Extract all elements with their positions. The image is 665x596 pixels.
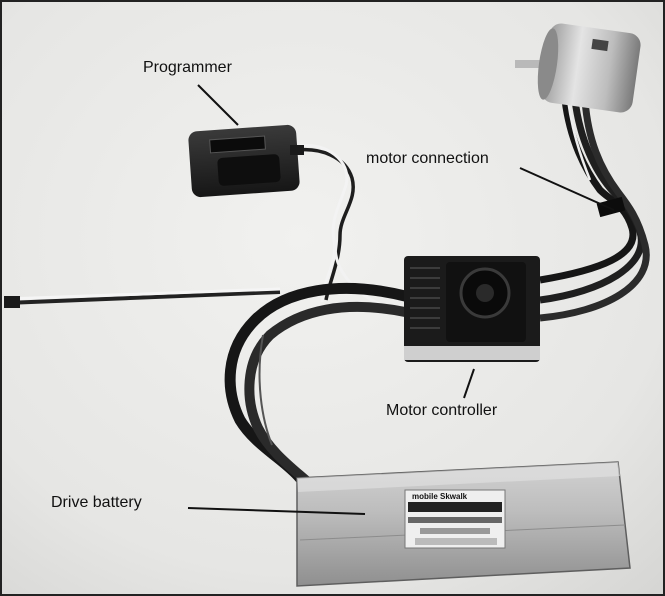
battery-sticker-text: mobile Skwalk bbox=[412, 492, 468, 501]
drive-battery-pack bbox=[296, 461, 631, 587]
leader-programmer bbox=[197, 84, 239, 126]
signal-lead bbox=[4, 287, 281, 308]
motor-connection-label: motor connection bbox=[366, 150, 489, 167]
leader-motor-connection bbox=[519, 167, 615, 211]
leader-motor-controller bbox=[463, 368, 475, 399]
programmer-device bbox=[188, 124, 304, 198]
motor-wires bbox=[539, 99, 650, 322]
leader-lines bbox=[187, 84, 615, 515]
drive-battery-label: Drive battery bbox=[51, 494, 142, 511]
motor-controller-device bbox=[404, 256, 540, 362]
motor-controller-label: Motor controller bbox=[386, 402, 498, 419]
battery-leads bbox=[224, 282, 411, 489]
brushless-motor bbox=[515, 23, 641, 113]
leader-drive-battery bbox=[187, 507, 366, 515]
programmer-label: Programmer bbox=[143, 59, 232, 76]
